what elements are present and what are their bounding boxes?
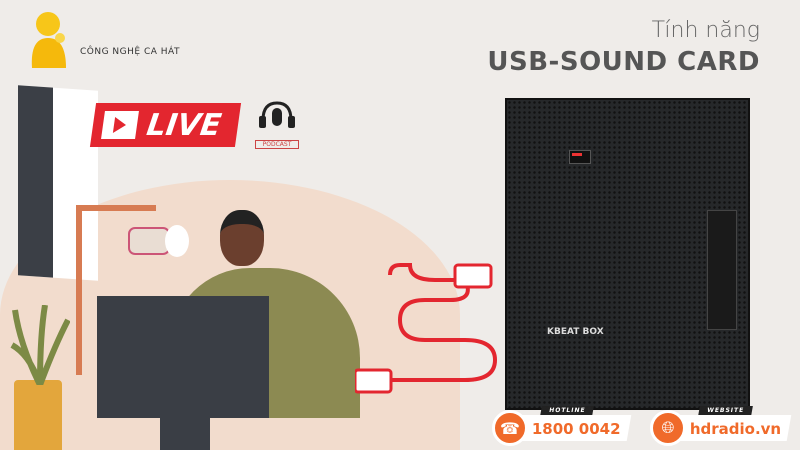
podcaster-head bbox=[220, 210, 264, 266]
karaoke-speaker: KBEAT BOX bbox=[505, 98, 750, 410]
podcast-microphone-icon bbox=[259, 101, 295, 128]
feature-heading: Tính năng USB-SOUND CARD bbox=[487, 18, 760, 77]
microphone-icon bbox=[128, 225, 189, 257]
speaker-control-panel bbox=[707, 210, 737, 330]
hotline-label: HOTLINE bbox=[540, 406, 595, 415]
singer-logo-icon bbox=[31, 12, 66, 68]
brand-name: CÔNG NGHỆ CA HÁT bbox=[80, 47, 180, 57]
speaker-brand-logo: KBEAT BOX bbox=[547, 327, 604, 337]
mic-arm bbox=[76, 205, 156, 211]
mic-stand bbox=[76, 205, 82, 375]
website-url: hdradio.vn bbox=[689, 420, 782, 438]
live-badge: LIVE bbox=[89, 103, 242, 147]
monitor-stand bbox=[160, 418, 210, 450]
feature-title: USB-SOUND CARD bbox=[487, 47, 760, 77]
website-contact[interactable]: 🌐︎ WEBSITE hdradio.vn bbox=[650, 406, 792, 446]
speaker-display bbox=[569, 150, 591, 164]
usb-cable-icon bbox=[355, 263, 498, 394]
softbox-light bbox=[18, 85, 98, 281]
live-label: LIVE bbox=[144, 107, 224, 143]
podcast-label: PODCAST bbox=[255, 140, 299, 149]
play-icon bbox=[101, 111, 139, 139]
plant-pot bbox=[14, 380, 62, 450]
phone-icon: ☎ bbox=[492, 410, 528, 446]
feature-subtitle: Tính năng bbox=[651, 18, 760, 43]
hotline-number: 1800 0042 bbox=[531, 420, 621, 438]
globe-icon: 🌐︎ bbox=[650, 410, 686, 446]
hotline-contact[interactable]: ☎ HOTLINE 1800 0042 bbox=[492, 406, 632, 446]
podcast-badge: PODCAST bbox=[255, 100, 299, 150]
website-label: WEBSITE bbox=[698, 406, 753, 415]
plant-icon bbox=[10, 305, 70, 385]
computer-monitor bbox=[97, 296, 269, 418]
